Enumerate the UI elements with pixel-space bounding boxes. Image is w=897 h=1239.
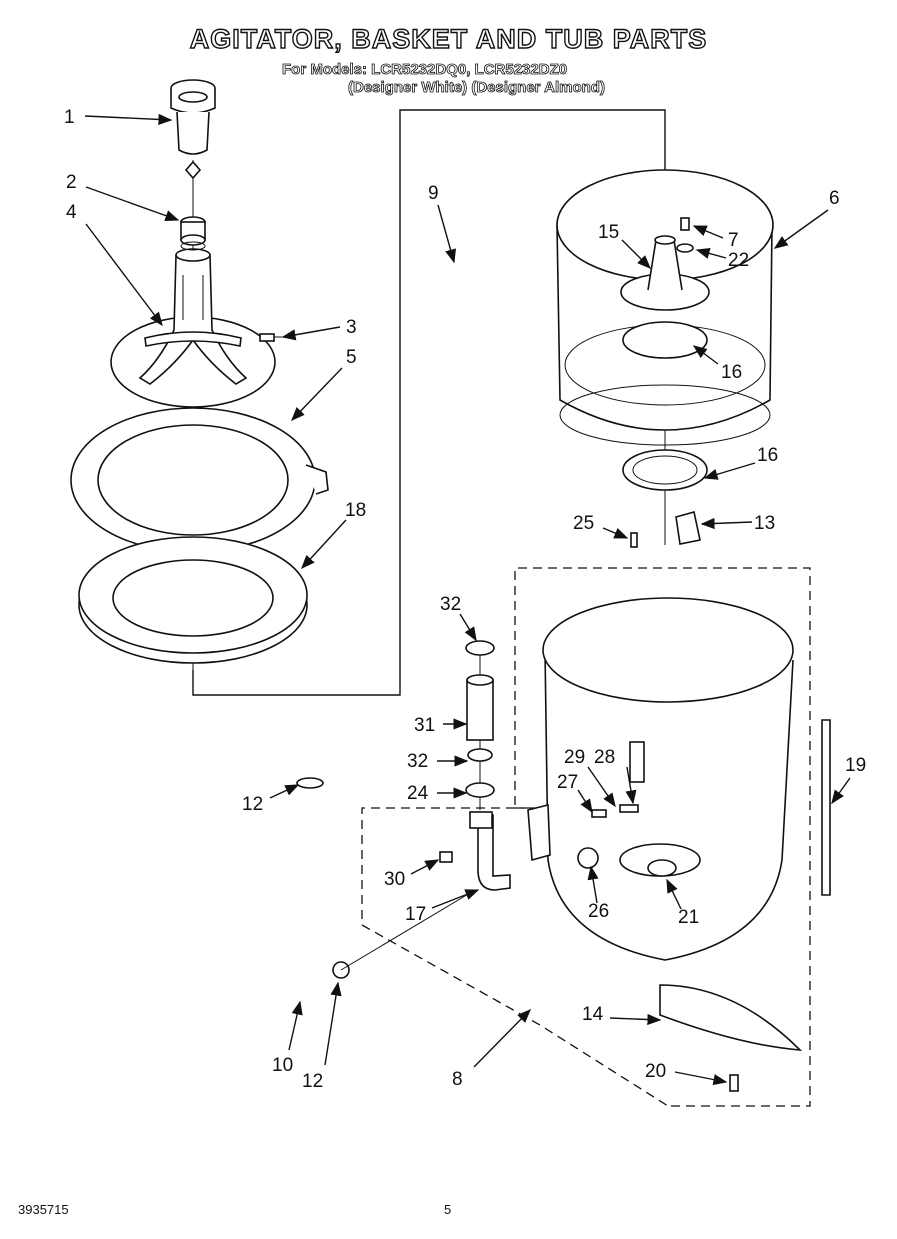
callout-2: 2 [66,172,77,193]
callout-30: 30 [384,869,405,890]
callout-6: 6 [829,188,840,209]
callout-5: 5 [346,347,357,368]
callout-28: 28 [594,747,615,768]
drain-plumbing-part [439,803,639,891]
callout-25: 25 [573,513,594,534]
document-code: 3935715 [18,1202,69,1217]
models-line: For Models: LCR5232DQ0, LCR5232DZ0 [282,61,568,79]
agitator-coupling-part [180,216,206,246]
callout-24: 24 [407,783,429,804]
callout-22: 22 [728,250,749,271]
basket-hub-part [620,217,710,491]
callout-27: 27 [557,772,578,793]
pump-hose-part [465,640,495,798]
callout-leaders [84,113,851,1086]
page-number: 5 [444,1202,452,1217]
callout-15: 15 [598,222,619,243]
agitator-screw-part [259,333,282,342]
callout-17: 17 [405,904,426,925]
callout-3: 3 [346,317,357,338]
agitator-part [110,241,276,408]
outer-tub-part [542,597,794,961]
callout-18: 18 [345,500,366,521]
callout-9: 9 [428,183,439,204]
tub-bottom-shield-part [659,984,803,1092]
models-finish-line: (Designer White) (Designer Almond) [348,79,606,97]
callout-26: 26 [588,901,609,922]
callout-31: 31 [414,715,435,736]
callout-4: 4 [66,202,77,223]
callout-16-lower: 16 [757,445,778,466]
callout-10: 10 [272,1055,293,1076]
callout-12-lower: 12 [302,1071,323,1092]
callout-16-upper: 16 [721,362,742,383]
callout-labels: 1 2 4 3 5 18 9 15 7 22 6 16 16 25 13 32 … [64,107,866,1092]
callout-13: 13 [754,513,775,534]
tub-hose-part [452,264,464,556]
basket-fasteners-part [630,511,701,548]
callout-32-upper: 32 [440,594,461,615]
drain-hose-part [296,777,471,995]
callout-7: 7 [728,230,739,251]
callout-12-upper: 12 [242,794,263,815]
callout-32-lower: 32 [407,751,428,772]
callout-8: 8 [452,1069,463,1090]
agitator-cap-part [170,79,216,180]
callout-21: 21 [678,907,699,928]
page-title: AGITATOR, BASKET AND TUB PARTS [189,23,708,54]
callout-19: 19 [845,755,866,776]
tub-ring-part [78,536,308,664]
tub-bracket-part [821,719,831,896]
tub-assembly-dashed-frame [361,567,811,1107]
balance-ring-part [70,407,329,553]
callout-14: 14 [582,1004,604,1025]
callout-29: 29 [564,747,585,768]
callout-1: 1 [64,107,75,128]
callout-20: 20 [645,1061,666,1082]
